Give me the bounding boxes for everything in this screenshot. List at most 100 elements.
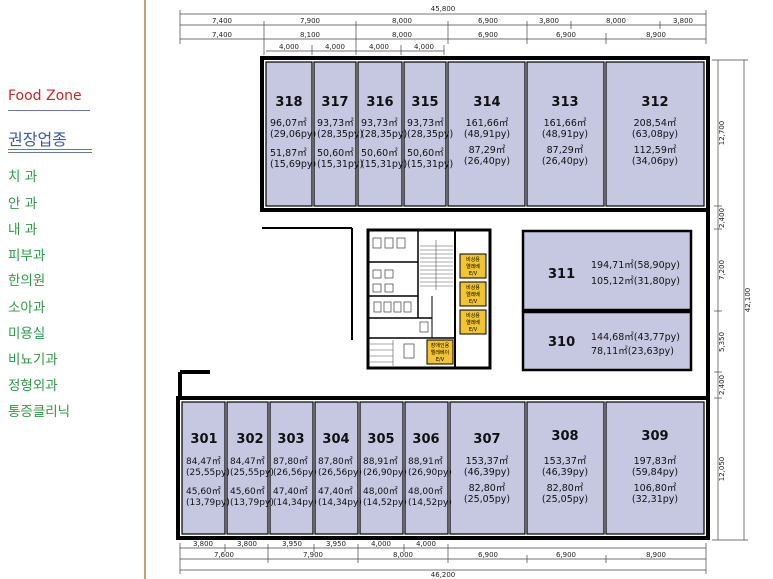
room-area: 93,73㎡: [407, 118, 444, 129]
elevator-label: E/V: [436, 357, 445, 363]
category-item[interactable]: 내 과: [8, 222, 38, 238]
elevator-label: E/V: [469, 327, 478, 333]
room-pyeong-net: (26,40py): [542, 156, 588, 167]
room-pyeong: (59,84py): [632, 467, 678, 478]
room-area: 87,80㎡: [318, 456, 353, 467]
room-pyeong: (25,55py): [186, 468, 230, 478]
bottom-room-row: [181, 401, 705, 535]
room-area: 208,54㎡: [634, 118, 677, 129]
dimension-labels: 45,800 7,400 7,900 8,000 6,900 3,800 8,0…: [193, 5, 752, 579]
room-area-net: 47,40㎡: [318, 486, 353, 497]
dimension-text: 12,050: [718, 457, 726, 482]
room-area-net: 50,60㎡: [361, 148, 398, 159]
category-item[interactable]: 미용실: [8, 326, 46, 342]
room-308: [526, 401, 605, 535]
room-area: 153,37㎡: [544, 456, 587, 467]
room-pyeong-net: (15,31py): [361, 159, 407, 170]
room-pyeong-net: (25,05py): [542, 494, 588, 505]
room-pyeong-net: (14,34py): [318, 498, 362, 508]
elevator-label: 엘레베: [466, 319, 480, 326]
room-number: 307: [473, 432, 500, 447]
dimension-text: 8,100: [300, 31, 320, 39]
dimension-text: 12,700: [718, 121, 726, 146]
dimension-text: 46,200: [431, 571, 456, 579]
room-305: [359, 401, 404, 535]
room-pyeong: (25,55py): [230, 468, 274, 478]
room-314: [447, 61, 526, 207]
category-item[interactable]: 치 과: [8, 169, 38, 185]
elevator-label: E/V: [469, 299, 478, 305]
dimension-text: 7,400: [212, 17, 232, 25]
room-number: 315: [411, 95, 438, 110]
bottom-dimensions: [179, 543, 707, 574]
room-area-net: 50,60㎡: [317, 148, 354, 159]
category-item[interactable]: 정형외과: [8, 378, 58, 394]
room-pyeong: (29,06py): [270, 129, 316, 140]
room-pyeong: (26,56py): [318, 468, 362, 478]
sidebar: Food Zone 권장업종 치 과 안 과 내 과 피부과 한의원 소아과 미…: [0, 0, 145, 579]
room-number: 310: [548, 335, 575, 350]
room-number: 303: [277, 432, 304, 447]
room-area: 84,47㎡: [186, 456, 221, 467]
staircase: [370, 240, 453, 366]
food-zone-link[interactable]: Food Zone: [8, 88, 82, 104]
top-dimensions: [179, 10, 707, 55]
room-pyeong: (48,91py): [542, 129, 588, 140]
building-core: 비상용 엘레베 E/V 비상용 엘레베 E/V 비상용 엘레베 E/V 장애인용…: [366, 228, 492, 370]
room-pyeong-net: (32,31py): [632, 494, 678, 505]
room-area: 84,47㎡: [230, 456, 265, 467]
category-item[interactable]: 안 과: [8, 196, 38, 212]
elevator-label: 엘레베이: [431, 349, 449, 356]
elevator-label: 엘레베: [466, 263, 480, 270]
room-area-net: 105,12㎡(31,80py): [591, 276, 680, 287]
room-area-net: 48,00㎡: [363, 486, 398, 497]
room-pyeong: (28,35py): [361, 129, 407, 140]
dimension-text: 7,400: [212, 31, 232, 39]
room-pyeong-net: (14,52py): [408, 498, 452, 508]
dimension-text: 7,200: [718, 260, 726, 280]
room-number: 306: [412, 432, 439, 447]
dimension-text: 3,800: [539, 17, 559, 25]
elevator-label: E/V: [469, 271, 478, 277]
middle-rooms: 311 194,71㎡(58,90py) 105,12㎡(31,80py) 31…: [521, 229, 693, 372]
emergency-elevator-3: [459, 309, 487, 335]
top-room-labels: 318 96,07㎡ (29,06py) 51,87㎡ (15,69py) 31…: [270, 95, 678, 170]
heading-underline-2: [8, 152, 92, 153]
room-area: 194,71㎡(58,90py): [591, 260, 680, 271]
room-area: 144,68㎡(43,77py): [591, 332, 680, 343]
room-area: 88,91㎡: [363, 456, 398, 467]
room-number: 311: [548, 267, 575, 282]
room-number: 312: [641, 95, 668, 110]
room-pyeong-net: (13,79py): [186, 498, 230, 508]
dimension-text: 8,000: [392, 31, 412, 39]
category-item[interactable]: 피부과: [8, 248, 46, 264]
elevator-label: 장애인용: [431, 342, 450, 349]
room-pyeong-net: (15,31py): [317, 159, 363, 170]
category-item[interactable]: 소아과: [8, 300, 46, 316]
room-area: 96,07㎡: [270, 118, 307, 129]
category-item[interactable]: 비뇨기과: [8, 352, 58, 368]
room-area: 161,66㎡: [544, 118, 587, 129]
room-number: 318: [275, 95, 302, 110]
category-item[interactable]: 한의원: [8, 273, 46, 289]
room-309: [605, 401, 705, 535]
building-outline: [176, 56, 710, 540]
room-pyeong: (46,39py): [464, 467, 510, 478]
dimension-text: 6,900: [556, 551, 576, 559]
elevator-label: 비상용: [466, 312, 480, 319]
room-pyeong: (28,35py): [317, 129, 363, 140]
right-dimensions: [712, 59, 748, 541]
dimension-text: 4,000: [369, 43, 389, 51]
room-pyeong: (48,91py): [464, 129, 510, 140]
room-303: [269, 401, 314, 535]
room-pyeong-net: (25,05py): [464, 494, 510, 505]
category-item[interactable]: 통증클리닉: [8, 404, 71, 420]
bottom-room-labels: 301 84,47㎡ (25,55py) 45,60㎡ (13,79py) 30…: [186, 429, 678, 508]
dimension-text: 3,800: [673, 17, 693, 25]
dimension-text: 6,900: [478, 551, 498, 559]
room-area-net: 78,11㎡(23,63py): [591, 346, 674, 357]
dimension-text: 4,000: [416, 540, 436, 548]
room-area: 93,73㎡: [317, 118, 354, 129]
room-pyeong: (26,56py): [273, 468, 317, 478]
room-pyeong-net: (14,52py): [363, 498, 407, 508]
